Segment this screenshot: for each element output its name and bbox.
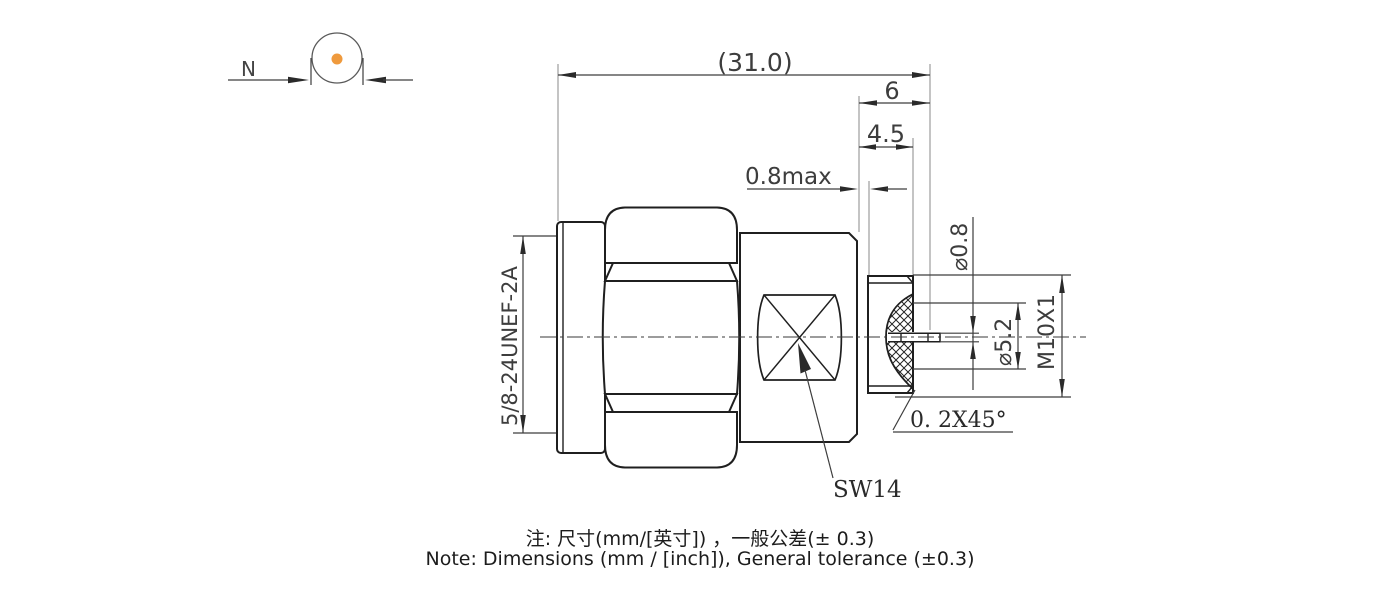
dim-text-chamfer: 0. 2X45°	[910, 408, 1007, 433]
dim-rear-thread-spec: M10X1	[895, 274, 1071, 398]
arrow-left	[558, 72, 576, 78]
center-pin-dot	[331, 53, 343, 65]
arrow-right	[912, 100, 930, 106]
dim-front-thread-spec: 5/8-24UNEF-2A	[498, 235, 556, 434]
arrow-down	[970, 316, 976, 333]
arrow-right	[896, 144, 913, 150]
connector-type-label: N	[241, 57, 256, 81]
dim-text-pin-dia: ⌀0.8	[948, 223, 973, 271]
dim-text-overall: (31.0)	[717, 48, 792, 77]
arrow-right	[912, 72, 930, 78]
hex-upper-band	[603, 262, 739, 282]
leader	[892, 389, 916, 431]
front-view-left-arrow	[288, 76, 309, 84]
hex-top-lobe	[604, 206, 738, 264]
dim-thread-length: 4.5	[859, 120, 914, 275]
arrow-left	[859, 100, 877, 106]
hex-bottom-lobe	[604, 411, 738, 469]
dim-text-rear: 6	[884, 77, 899, 105]
dim-text-thread-length: 4.5	[867, 120, 905, 148]
callout-chamfer: 0. 2X45°	[892, 389, 1013, 433]
arrow-up	[970, 342, 976, 359]
dim-text-wrench: SW14	[833, 477, 902, 503]
wrench-flats-marker	[756, 294, 843, 381]
arrow-up	[1015, 303, 1021, 320]
arrow-down	[1015, 352, 1021, 369]
connector-side-view	[540, 206, 1086, 469]
front-view-right-arrow	[365, 76, 386, 84]
leader-arrowhead	[798, 343, 811, 374]
dim-text-bore-dia: ⌀5.2	[992, 318, 1017, 366]
dim-gap-max: 0.8max	[745, 164, 907, 275]
dim-overall-length: (31.0)	[557, 48, 931, 330]
arrow-up	[520, 236, 526, 254]
thread-chamfer-top	[906, 275, 914, 284]
arrow-down	[520, 415, 526, 433]
leader	[804, 369, 834, 479]
arrow-down	[1059, 379, 1065, 397]
dim-bore-diameter: ⌀5.2	[913, 302, 1026, 370]
front-view-symbol: N	[228, 32, 413, 85]
flats-diagonal-2	[763, 294, 836, 381]
hex-lower-band	[603, 393, 739, 413]
dim-rear-section: 6	[858, 77, 930, 232]
hex-nut	[601, 206, 741, 469]
arrow-left	[859, 144, 876, 150]
note-english: Note: Dimensions (mm / [inch]), General …	[425, 548, 975, 570]
arrow-up	[1059, 275, 1065, 293]
callout-wrench-size: SW14	[798, 343, 902, 503]
arrow-right	[870, 186, 888, 192]
dim-text-rear-thread: M10X1	[1035, 294, 1060, 370]
dim-text-front-thread: 5/8-24UNEF-2A	[498, 266, 522, 426]
note-chinese: 注: 尺寸(mm/[英寸]) ，一般公差(± 0.3)	[525, 528, 875, 550]
arrow-left	[840, 186, 858, 192]
dim-text-gap: 0.8max	[745, 164, 832, 190]
